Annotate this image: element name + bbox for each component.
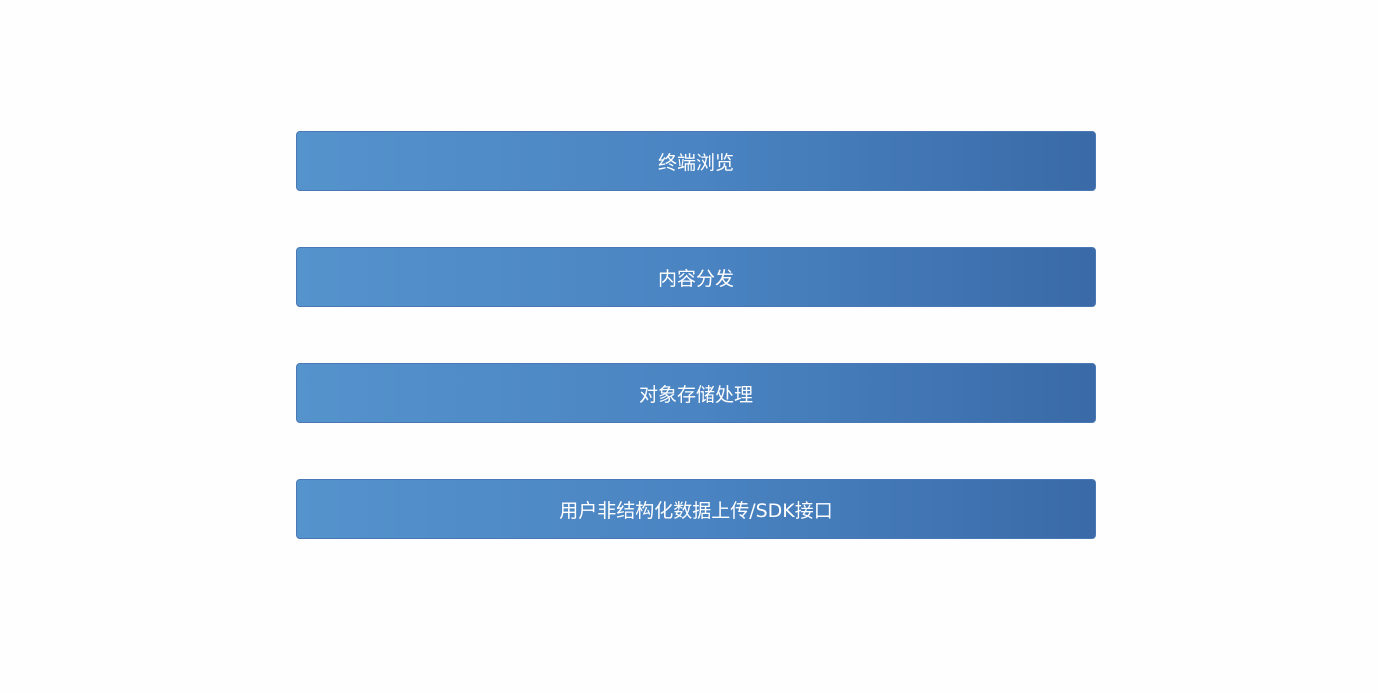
- layer-content-distribution: 内容分发: [296, 247, 1096, 307]
- layer-object-storage: 对象存储处理: [296, 363, 1096, 423]
- layer-terminal-browsing: 终端浏览: [296, 131, 1096, 191]
- layer-user-upload-sdk: 用户非结构化数据上传/SDK接口: [296, 479, 1096, 539]
